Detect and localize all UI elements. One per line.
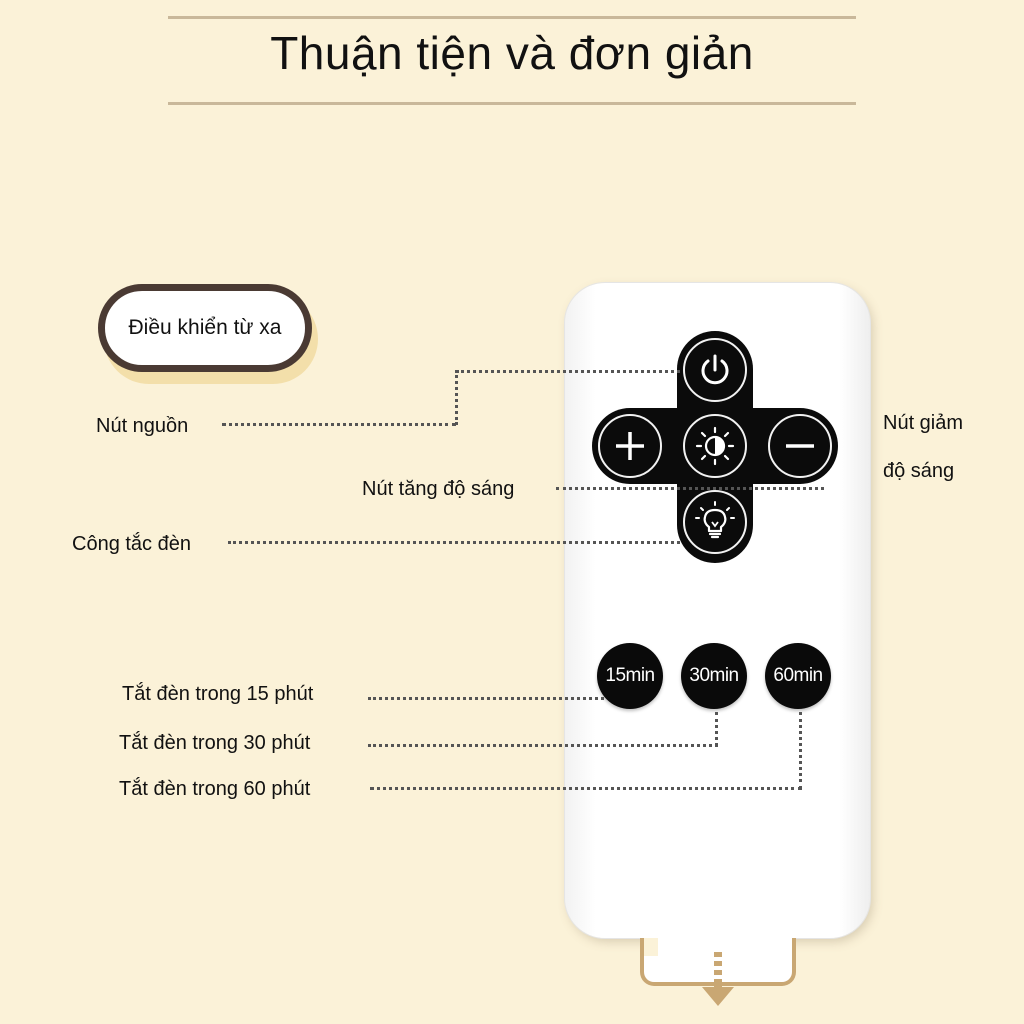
brightness-icon (695, 426, 735, 466)
label-increase-brightness: Nút tăng độ sáng (362, 478, 515, 500)
power-icon (701, 354, 729, 385)
timer-15min-button[interactable]: 15min (597, 643, 663, 709)
label-decrease-line2: độ sáng (883, 460, 955, 482)
brightness-down-button[interactable] (768, 414, 832, 478)
battery-tab[interactable] (640, 938, 796, 986)
leader-30min-v (715, 712, 718, 746)
label-off-30: Tắt đèn trong 30 phút (119, 732, 311, 754)
leader-power-h2 (222, 423, 456, 426)
label-off-60: Tắt đèn trong 60 phút (119, 778, 311, 800)
brightness-up-button[interactable] (598, 414, 662, 478)
arrow-down-icon (702, 952, 734, 1006)
leader-power-h1 (456, 370, 680, 373)
leader-light-switch (228, 541, 680, 544)
remote-control-badge: Điều khiển từ xa (98, 284, 312, 372)
leader-60min-v (799, 712, 802, 789)
leader-15min (368, 697, 604, 700)
badge-label: Điều khiển từ xa (128, 316, 282, 339)
timer-30min-button[interactable]: 30min (681, 643, 747, 709)
leader-brightness (556, 487, 824, 490)
top-rule (168, 16, 856, 19)
leader-power-v (455, 370, 458, 425)
label-light-switch: Công tắc đèn (72, 533, 191, 555)
minus-icon (786, 444, 814, 448)
label-off-15: Tắt đèn trong 15 phút (122, 683, 314, 705)
label-decrease-line1: Nút giảm (883, 412, 964, 434)
leader-60min-h (370, 787, 802, 790)
leader-30min-h (368, 744, 718, 747)
page-title: Thuận tiện và đơn giản (270, 27, 754, 79)
plus-icon (616, 432, 644, 460)
lightbulb-icon (695, 501, 735, 539)
power-button[interactable] (683, 338, 747, 402)
brightness-mode-button[interactable] (683, 414, 747, 478)
label-power-button: Nút nguồn (96, 415, 189, 437)
bottom-rule (168, 102, 856, 105)
light-switch-button[interactable] (683, 490, 747, 554)
timer-60min-button[interactable]: 60min (765, 643, 831, 709)
